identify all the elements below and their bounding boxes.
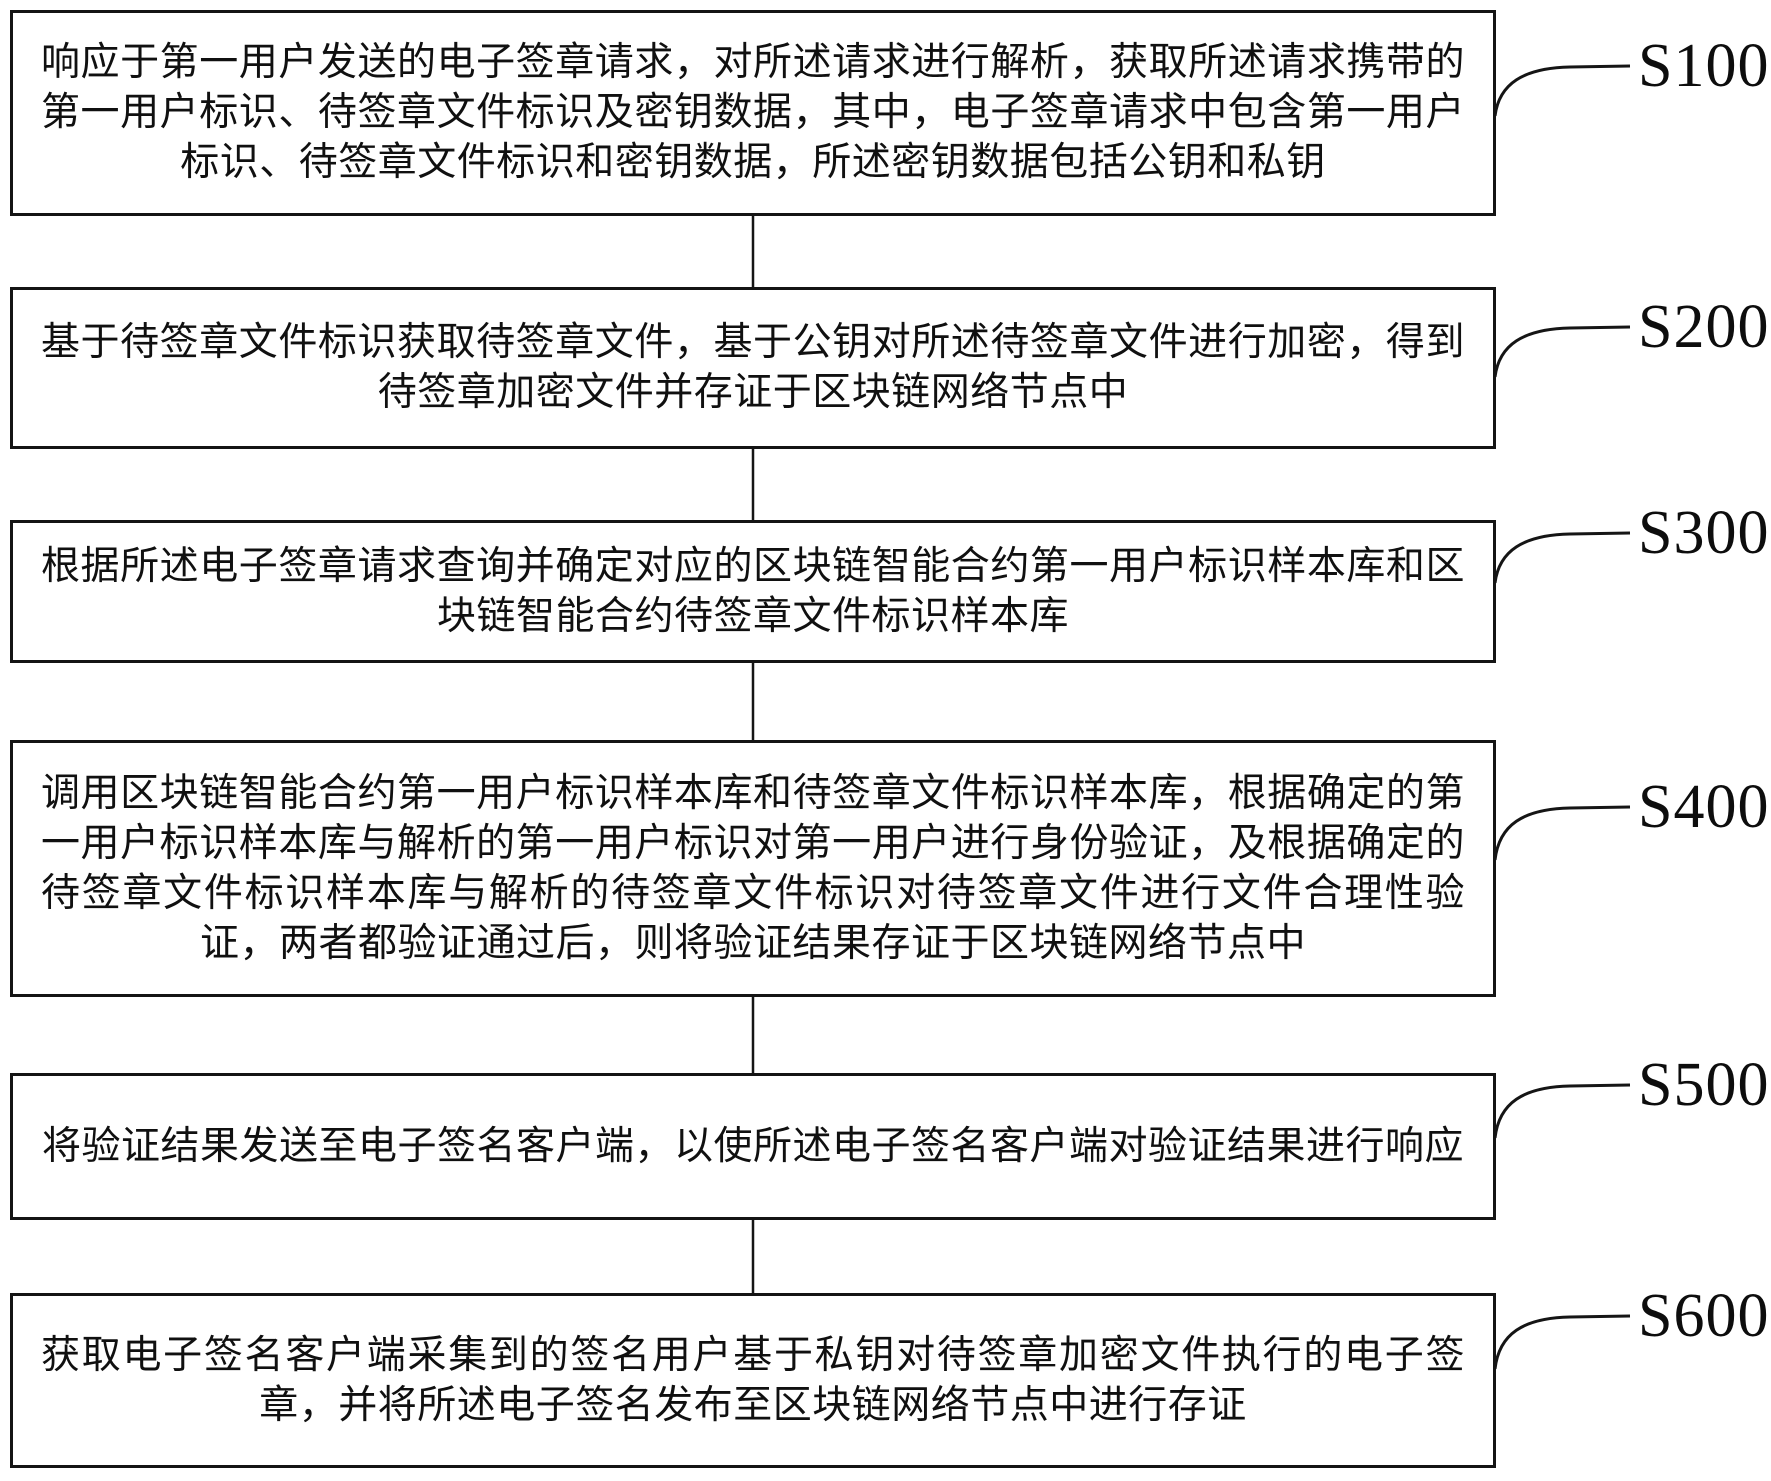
step-label-s300: S300 xyxy=(1638,499,1770,567)
step-box-s200: 基于待签章文件标识获取待签章文件，基于公钥对所述待签章文件进行加密，得到待签章加… xyxy=(10,287,1496,449)
step-label-s500: S500 xyxy=(1638,1051,1770,1119)
leader-curve xyxy=(1493,1083,1631,1139)
leader-curve xyxy=(1493,325,1631,378)
step-text-s300: 根据所述电子签章请求查询并确定对应的区块链智能合约第一用户标识样本库和区块链智能… xyxy=(41,544,1465,638)
leader-curve xyxy=(1493,1314,1631,1370)
step-box-s500: 将验证结果发送至电子签名客户端，以使所述电子签名客户端对验证结果进行响应 xyxy=(10,1073,1496,1220)
step-text-s100: 响应于第一用户发送的电子签章请求，对所述请求进行解析，获取所述请求携带的第一用户… xyxy=(41,41,1465,184)
step-text-s500: 将验证结果发送至电子签名客户端，以使所述电子签名客户端对验证结果进行响应 xyxy=(41,1124,1464,1168)
step-text-s400: 调用区块链智能合约第一用户标识样本库和待签章文件标识样本库，根据确定的第一用户标… xyxy=(41,771,1465,965)
step-box-s600: 获取电子签名客户端采集到的签名用户基于私钥对待签章加密文件执行的电子签章，并将所… xyxy=(10,1293,1496,1468)
step-label-s600: S600 xyxy=(1638,1282,1770,1350)
step-label-s400: S400 xyxy=(1638,773,1770,841)
step-box-s100: 响应于第一用户发送的电子签章请求，对所述请求进行解析，获取所述请求携带的第一用户… xyxy=(10,10,1496,216)
leader-curve xyxy=(1493,64,1631,117)
leader-curve xyxy=(1493,531,1631,584)
step-box-s400: 调用区块链智能合约第一用户标识样本库和待签章文件标识样本库，根据确定的第一用户标… xyxy=(10,740,1496,997)
step-box-s300: 根据所述电子签章请求查询并确定对应的区块链智能合约第一用户标识样本库和区块链智能… xyxy=(10,520,1496,663)
step-label-s100: S100 xyxy=(1638,32,1770,100)
step-label-s200: S200 xyxy=(1638,293,1770,361)
step-text-s200: 基于待签章文件标识获取待签章文件，基于公钥对所述待签章文件进行加密，得到待签章加… xyxy=(41,321,1465,414)
leader-curve xyxy=(1493,805,1631,861)
step-text-s600: 获取电子签名客户端采集到的签名用户基于私钥对待签章加密文件执行的电子签章，并将所… xyxy=(41,1333,1465,1427)
